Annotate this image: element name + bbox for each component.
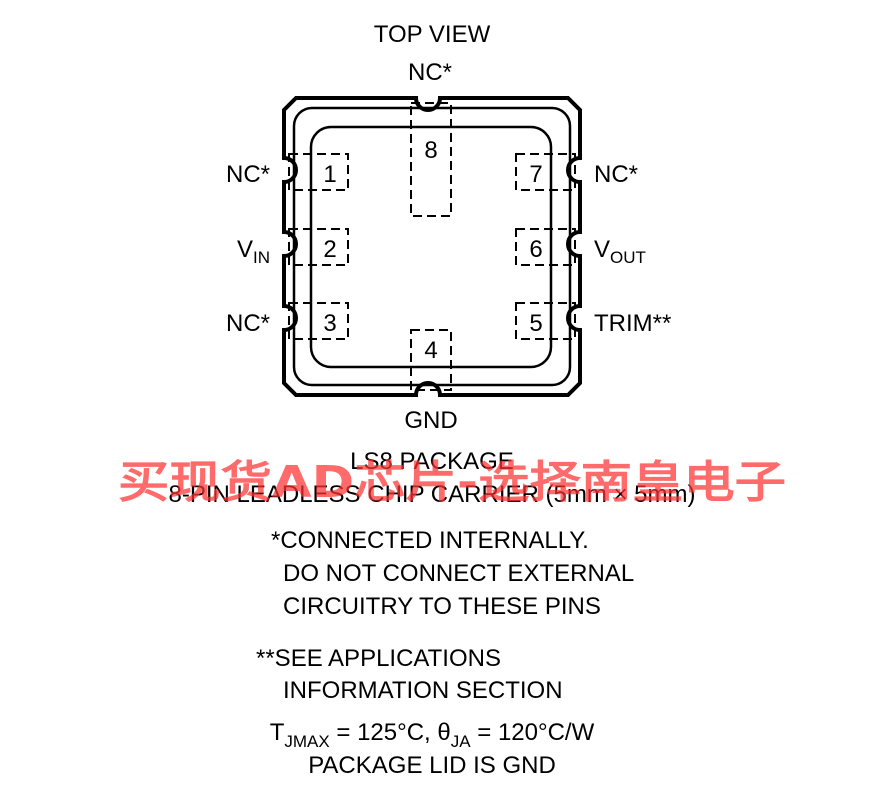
pad-4 xyxy=(410,329,452,391)
pad-6 xyxy=(515,228,576,266)
pin-label-5: TRIM** xyxy=(594,310,671,337)
pin-label-8: NC* xyxy=(408,59,452,86)
pad-outlines xyxy=(288,102,576,391)
view-title: TOP VIEW xyxy=(374,21,491,48)
pin-label-7: NC* xyxy=(594,161,638,188)
note-2-line-2: INFORMATION SECTION xyxy=(283,677,563,704)
pin-number-1: 1 xyxy=(323,161,336,188)
die-cavity xyxy=(309,125,553,369)
pad-8 xyxy=(410,102,452,217)
pin-number-2: 2 xyxy=(323,236,336,263)
pad-5 xyxy=(515,302,576,340)
package-description: 8-PIN LEADLESS CHIP CARRIER (5mm × 5mm) xyxy=(168,481,695,508)
note-1-line-3: CIRCUITRY TO THESE PINS xyxy=(283,593,601,620)
pin-label-3: NC* xyxy=(226,310,270,337)
note-2-line-1: **SEE APPLICATIONS xyxy=(256,645,501,672)
pad-7 xyxy=(515,153,576,191)
pin-number-5: 5 xyxy=(529,310,542,337)
pin-number-4: 4 xyxy=(424,337,437,364)
pin-number-6: 6 xyxy=(529,236,542,263)
pin-number-7: 7 xyxy=(529,161,542,188)
thermal-spec: TJMAX = 125°C, θJA = 120°C/W xyxy=(270,719,595,751)
note-1-line-2: DO NOT CONNECT EXTERNAL xyxy=(283,560,634,587)
watermark-text: 买现货AD芯片-选择南皇电子 xyxy=(118,457,786,508)
package-name: LS8 PACKAGE xyxy=(350,448,514,475)
pin-label-1: NC* xyxy=(226,161,270,188)
pad-1 xyxy=(288,153,349,191)
pad-2 xyxy=(288,228,349,266)
pin-label-4: GND xyxy=(404,407,457,434)
pin-number-8: 8 xyxy=(424,137,437,164)
package-inner-border xyxy=(292,106,572,387)
note-1-line-1: *CONNECTED INTERNALLY. xyxy=(271,527,589,554)
pad-3 xyxy=(288,302,349,340)
pin-number-3: 3 xyxy=(323,310,336,337)
pin-label-2: VIN xyxy=(237,236,270,267)
pin-label-6: VOUT xyxy=(594,236,646,267)
package-lid-note: PACKAGE LID IS GND xyxy=(308,752,556,779)
